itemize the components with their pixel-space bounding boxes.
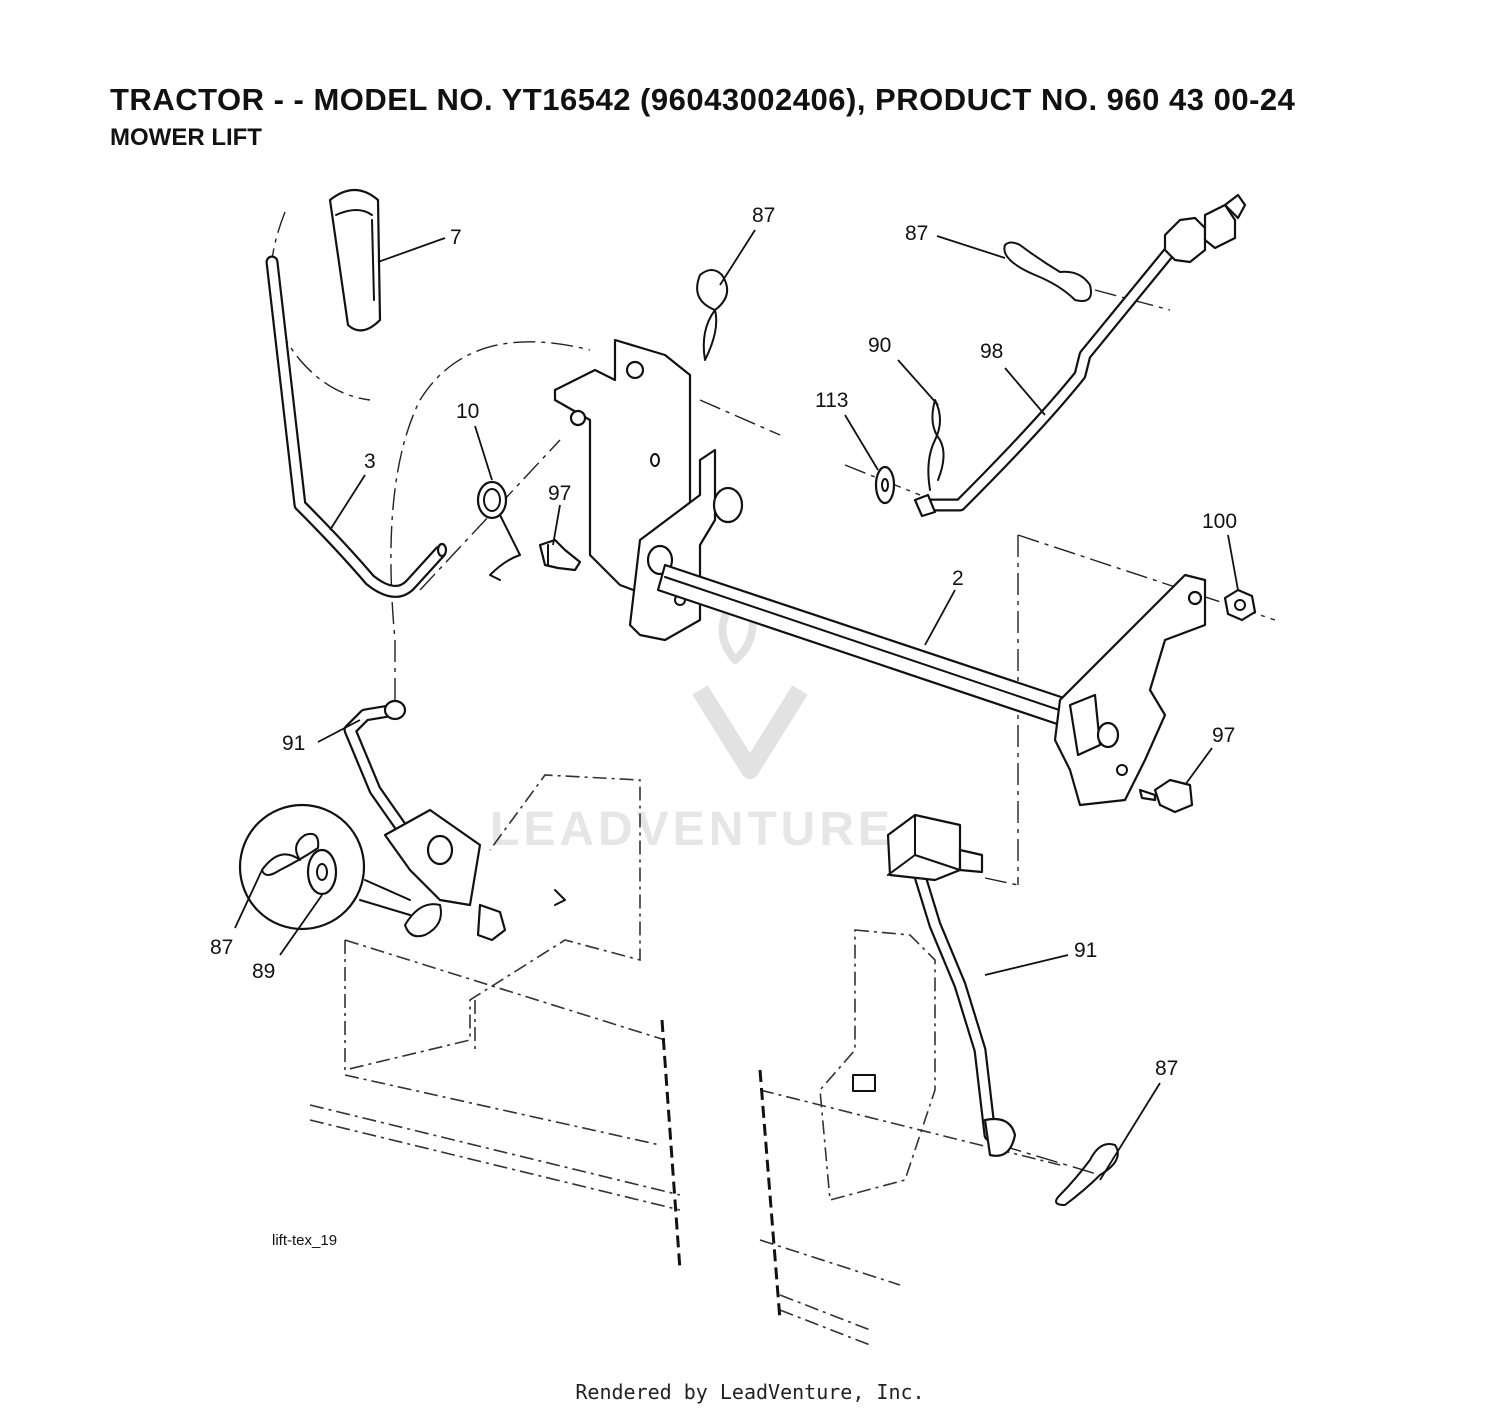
- part-97-bolt-right: [1138, 778, 1194, 814]
- leader-lines: [234, 229, 1239, 1181]
- callout-labels: 7 87 87 10 3 97 90 98 113 100 2 97 91 87…: [210, 204, 1237, 1080]
- callout-91-left: 91: [282, 732, 305, 755]
- right-lift-arm: [1053, 573, 1207, 807]
- part-91-link-right: [886, 813, 1017, 1157]
- part-113-washer: [874, 465, 896, 505]
- callout-90: 90: [868, 334, 891, 357]
- callout-97-right: 97: [1212, 724, 1235, 747]
- part-100-nut: [1223, 588, 1257, 622]
- callout-113: 113: [815, 389, 848, 412]
- callout-10: 10: [456, 400, 479, 423]
- part-3-lift-lever: [265, 255, 448, 598]
- part-87-clip-lower-right: [1055, 1143, 1119, 1206]
- watermark-text: LEADVENTURE: [490, 803, 894, 856]
- callout-91-right: 91: [1074, 939, 1097, 962]
- part-91-link-left: [343, 699, 507, 942]
- part-7-handle-grip: [328, 188, 382, 332]
- part-97-bolt-left: [538, 538, 582, 572]
- callout-3: 3: [364, 450, 376, 473]
- footer-credit: Rendered by LeadVenture, Inc.: [575, 1380, 925, 1404]
- part-98-lift-rod: [913, 193, 1247, 518]
- page-title: TRACTOR - - MODEL NO. YT16542 (960430024…: [110, 82, 1296, 117]
- part-2-lift-shaft: [656, 563, 1087, 732]
- callout-7: 7: [450, 226, 462, 249]
- figure-code: lift-tex_19: [272, 1232, 337, 1249]
- detail-inset: [238, 803, 411, 931]
- callout-89: 89: [252, 960, 275, 983]
- callout-87-inset: 87: [210, 936, 233, 959]
- callout-2: 2: [952, 567, 964, 590]
- watermark: LEADVENTURE: [490, 596, 894, 856]
- callout-98: 98: [980, 340, 1003, 363]
- ghost-frame-right: [758, 929, 1061, 1346]
- page-subtitle: MOWER LIFT: [110, 124, 262, 151]
- part-87-clip-top-right: [1003, 241, 1092, 302]
- part-10-torsion-spring: [476, 480, 521, 581]
- ghost-frame-left: [309, 774, 682, 1271]
- part-90-hairpin-clip: [927, 399, 945, 491]
- part-87-clip-top-center: [696, 269, 729, 361]
- callout-87-top-right: 87: [905, 222, 928, 245]
- callout-100: 100: [1202, 510, 1237, 533]
- callout-87-lower-right: 87: [1155, 1057, 1178, 1080]
- callout-87-top-center: 87: [752, 204, 775, 227]
- callout-97-left: 97: [548, 482, 571, 505]
